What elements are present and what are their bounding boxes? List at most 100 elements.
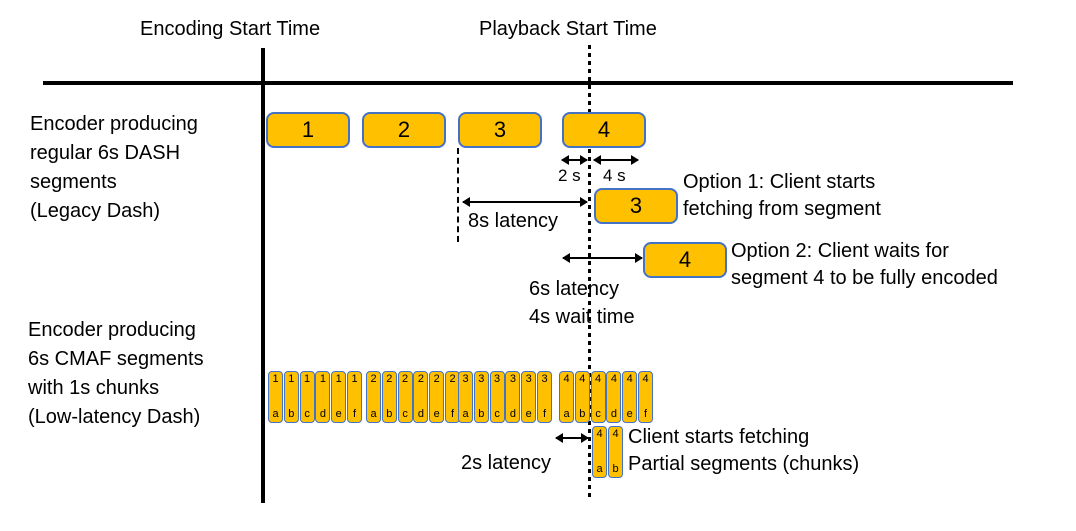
gap-4s-label: 4 s [603,166,626,185]
encoding-start-time-label: Encoding Start Time [140,18,321,40]
chunk-number: 3 [494,373,501,385]
chunk-number: 4 [563,373,570,385]
segment-2: 2 [362,112,446,148]
chunk-letter: a [596,463,603,475]
timeline-axis [43,81,1013,85]
chunk-number: 3 [541,373,548,385]
latency-2s-label: 2s latency [461,452,552,474]
chunk-letter: c [304,408,310,420]
chunk-number: 2 [402,373,409,385]
option2-text: Option 2: Client waits for segment 4 to … [731,238,998,292]
chunk-letter: e [335,408,342,420]
segment-1: 1 [266,112,350,148]
chunk-number: 4 [579,373,586,385]
chunk-number: 4 [596,428,603,440]
lowlatency-label-line3: with 1s chunks [28,377,160,399]
legacy-label-line2: regular 6s DASH [30,142,181,164]
chunk-number: 3 [509,373,516,385]
chunk-number: 1 [304,373,311,385]
chunk-number: 1 [272,373,279,385]
chunk-letter: e [525,408,532,420]
chunk-number: 3 [525,373,532,385]
legacy-label-line3: segments [30,171,117,193]
chunk-letter: b [478,408,485,420]
legacy-label-line1: Encoder producing [30,113,198,135]
chunk-letter: c [402,408,408,420]
chunk-letter: a [563,408,570,420]
chunk-number: 1 [319,373,326,385]
option2-text-line1: Option 2: Client waits for [731,240,949,262]
arrow-2s-gap [561,155,588,165]
arrow-2s-latency [555,433,589,443]
latency-6s-label: 6s latency [529,278,620,300]
option2-text-line2: segment 4 to be fully encoded [731,267,998,289]
chunk-number: 3 [478,373,485,385]
chunk-letter: f [450,408,455,420]
chunk-number: 2 [449,373,456,385]
chunk-letter: d [509,408,516,420]
chunk-number: 4 [610,373,617,385]
chunk-letter: e [433,408,440,420]
chunk-number: 4 [642,373,649,385]
segment3-start-dashed-line [457,148,459,242]
chunk-number: 4 [595,373,602,385]
chunk-letter: f [643,408,648,420]
client-fetch-line2: Partial segments (chunks) [628,453,860,475]
low-latency-row-label: Encoder producing 6s CMAF segments with … [28,316,204,432]
chunk-letter: f [542,408,547,420]
chunk-letter: d [610,408,617,420]
chunk-letter: b [612,463,619,475]
chunk-letter: d [319,408,326,420]
chunk-letter: d [417,408,424,420]
chunk-number: 1 [351,373,358,385]
chunk-letter: e [626,408,633,420]
chunk-letter: a [462,408,469,420]
client-fetch-text: Client starts fetching Partial segments … [628,424,859,478]
chunk-letter: c [494,408,500,420]
option1-segment-3: 3 [594,188,678,224]
segment-3: 3 [458,112,542,148]
legacy-label-line4: (Legacy Dash) [30,200,161,222]
option2-segment-4: 4 [643,242,727,278]
chunk-number: 4 [626,373,633,385]
chunk-number: 2 [433,373,440,385]
chunk-letter: a [272,408,279,420]
option1-text: Option 1: Client starts fetching from se… [683,169,881,223]
chunk-letter: b [579,408,586,420]
wait-4s-label: 4s wait time [529,306,635,328]
chunk-number: 2 [417,373,424,385]
legacy-dash-row-label: Encoder producing regular 6s DASH segmen… [30,110,198,226]
chunk-number: 4 [612,428,619,440]
playback-start-time-label: Playback Start Time [479,18,657,40]
lowlatency-label-line2: 6s CMAF segments [28,348,204,370]
chunk-letter: c [595,408,601,420]
chunk-number: 2 [370,373,377,385]
arrow-4s-gap [593,155,639,165]
latency-8s-label: 8s latency [468,210,559,232]
option1-text-line2: fetching from segment [683,198,881,220]
encoding-start-line [261,48,265,503]
lowlatency-label-line1: Encoder producing [28,319,196,341]
chunk-letter: b [386,408,393,420]
chunk-letter: b [288,408,295,420]
